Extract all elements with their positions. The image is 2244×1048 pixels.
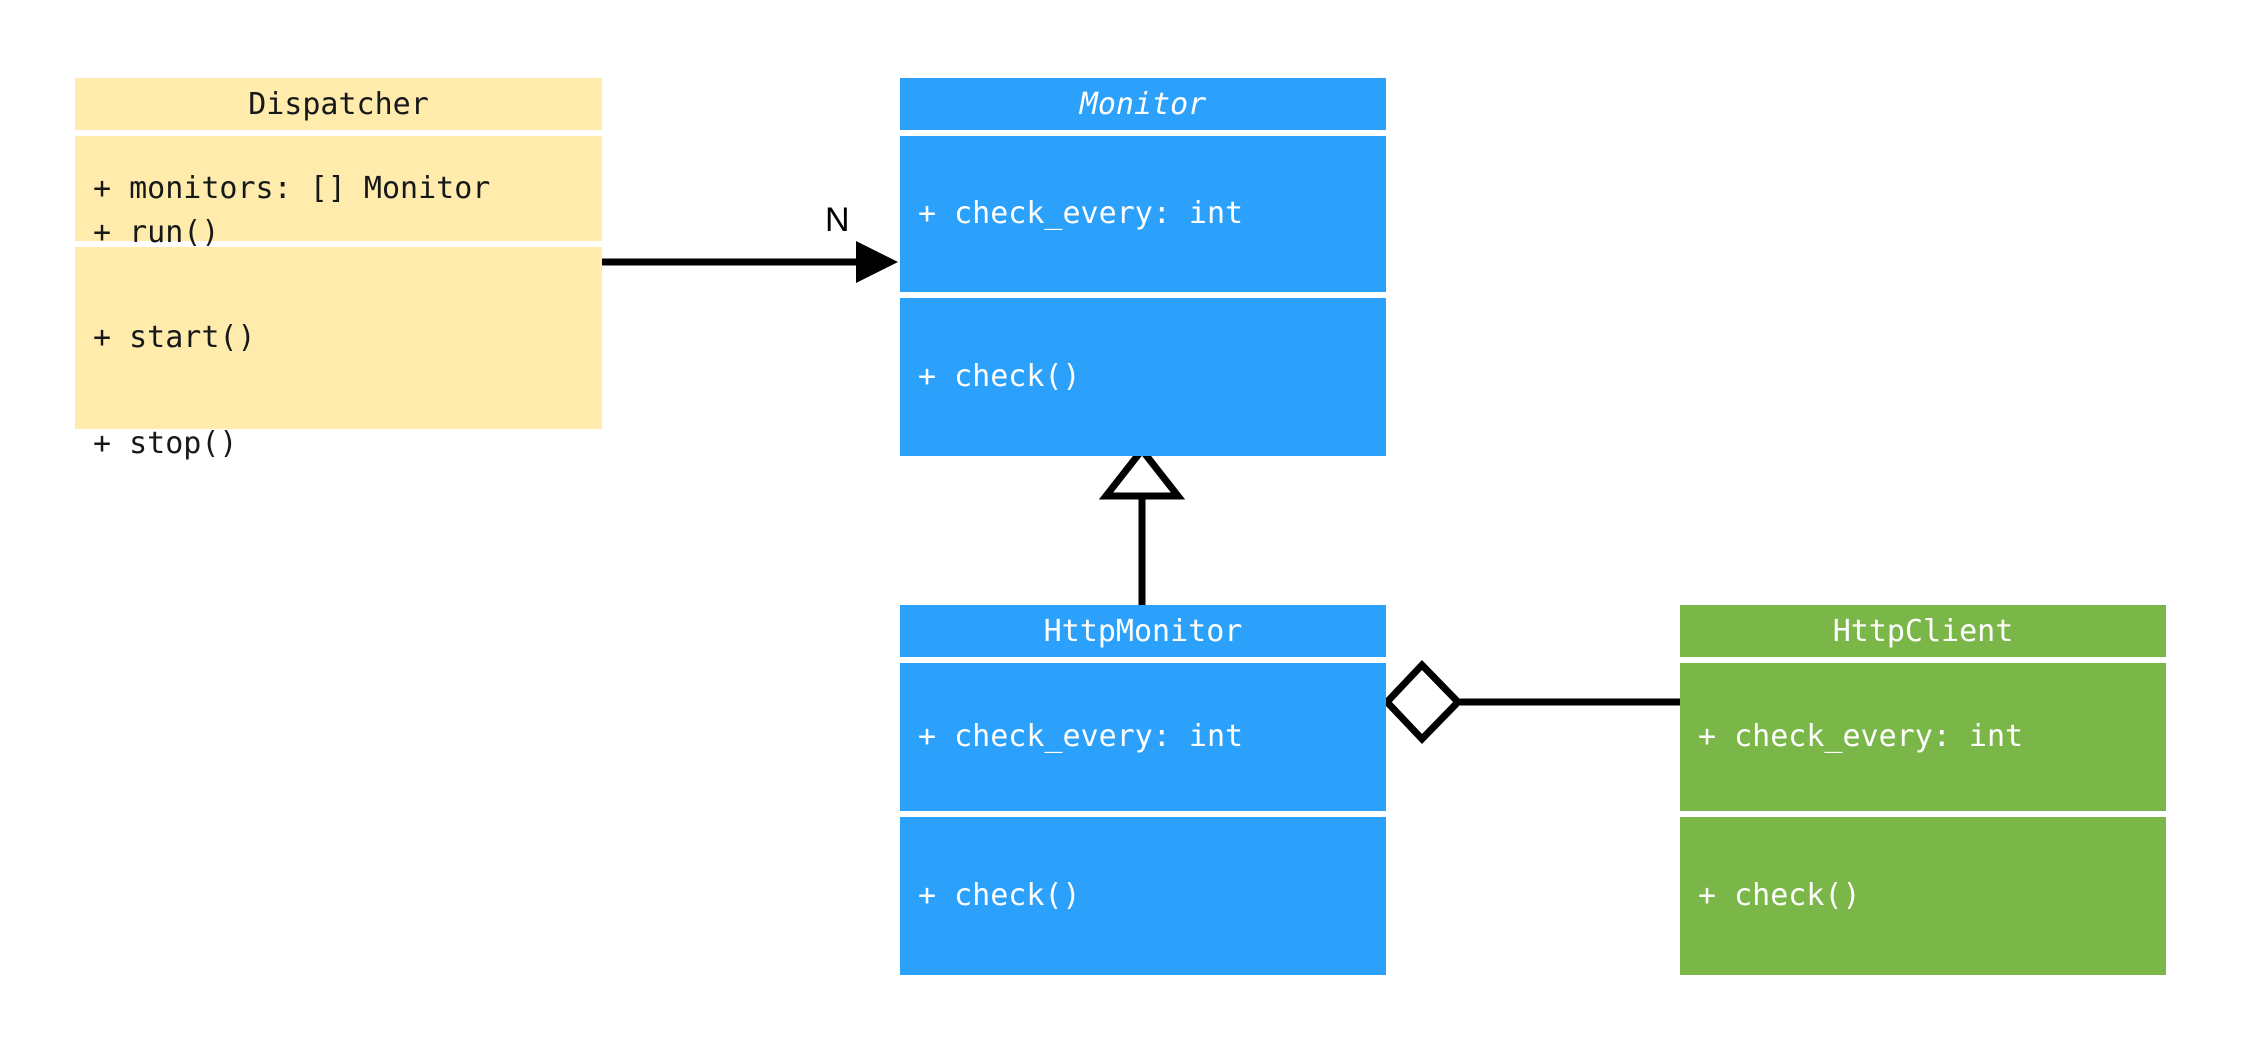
method-item: + check() xyxy=(918,359,1081,395)
edge-dispatcher-to-monitor xyxy=(602,241,898,283)
class-box-dispatcher[interactable]: Dispatcher + monitors: [] Monitor + run(… xyxy=(75,78,602,461)
method-item: + check() xyxy=(918,878,1081,914)
method-item: + start() xyxy=(93,320,256,356)
compartment-separator xyxy=(900,292,1386,298)
compartment-separator xyxy=(900,657,1386,663)
edge-label-multiplicity-n: N xyxy=(825,201,850,239)
attributes-compartment-http-monitor: + check_every: int xyxy=(900,663,1386,811)
method-list-monitor: + check() xyxy=(900,289,1386,464)
attribute-list-http-monitor: + check_every: int xyxy=(900,649,1386,824)
compartment-separator xyxy=(1680,811,2166,817)
attributes-compartment-monitor: + check_every: int xyxy=(900,136,1386,292)
attribute-list-dispatcher: + monitors: [] Monitor xyxy=(75,101,602,276)
attribute-list-monitor: + check_every: int xyxy=(900,126,1386,301)
method-list-http-client: + check() xyxy=(1680,808,2166,983)
compartment-separator xyxy=(1680,657,2166,663)
class-name-monitor: Monitor xyxy=(1079,86,1207,122)
attribute-list-http-client: + check_every: int xyxy=(1680,649,2166,824)
class-header-monitor: Monitor xyxy=(900,78,1386,130)
class-box-http-client[interactable]: HttpClient + check_every: int + check() xyxy=(1680,605,2166,975)
compartment-separator xyxy=(75,130,602,136)
attribute-item: + check_every: int xyxy=(1698,719,2024,755)
class-name-http-client: HttpClient xyxy=(1832,613,2014,649)
edge-httpmonitor-to-monitor xyxy=(1098,444,1186,605)
hollow-diamond-marker xyxy=(1382,659,1463,745)
method-item: + stop() xyxy=(93,425,238,461)
methods-compartment-http-monitor: + check() xyxy=(900,817,1386,975)
solid-arrow-marker xyxy=(856,241,898,283)
method-list-http-monitor: + check() xyxy=(900,808,1386,983)
edge-httpmonitor-to-httpclient xyxy=(1382,659,1680,745)
attributes-compartment-http-client: + check_every: int xyxy=(1680,663,2166,811)
compartment-separator xyxy=(75,241,602,247)
class-name-dispatcher: Dispatcher xyxy=(248,86,429,122)
attribute-item: + check_every: int xyxy=(918,196,1244,232)
class-name-http-monitor: HttpMonitor xyxy=(1043,613,1243,649)
class-header-http-monitor: HttpMonitor xyxy=(900,605,1386,657)
method-list-dispatcher: + run() + start() + stop() xyxy=(75,145,602,531)
class-box-http-monitor[interactable]: HttpMonitor + check_every: int + check() xyxy=(900,605,1386,975)
method-item: + run() xyxy=(93,215,220,251)
compartment-separator xyxy=(900,130,1386,136)
class-header-dispatcher: Dispatcher xyxy=(75,78,602,130)
compartment-separator xyxy=(900,811,1386,817)
class-box-monitor[interactable]: Monitor + check_every: int + check() xyxy=(900,78,1386,456)
attribute-item: + check_every: int xyxy=(918,719,1244,755)
methods-compartment-dispatcher: + run() + start() + stop() xyxy=(75,215,602,461)
class-header-http-client: HttpClient xyxy=(1680,605,2166,657)
methods-compartment-monitor: + check() xyxy=(900,298,1386,456)
attribute-item: + monitors: [] Monitor xyxy=(93,170,491,206)
attributes-compartment-dispatcher: + monitors: [] Monitor xyxy=(75,136,602,241)
method-item: + check() xyxy=(1698,878,1861,914)
methods-compartment-http-client: + check() xyxy=(1680,817,2166,975)
